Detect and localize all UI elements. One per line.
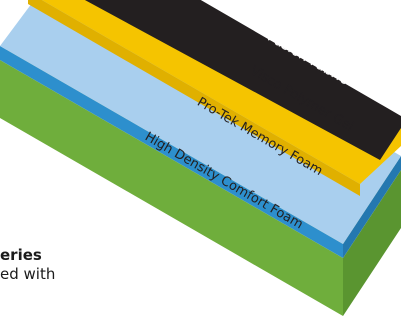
- comfort-foam-side-left: [0, 60, 343, 316]
- comfort-foam-side-right: [343, 170, 401, 316]
- memory-foam-top: [0, 0, 401, 244]
- gel-layer-side: [28, 0, 360, 196]
- caption-text: ed with: [0, 265, 56, 283]
- gel-layer-top: [41, 0, 401, 184]
- caption-title: eries: [0, 246, 42, 264]
- fabric-layer-top: [84, 0, 401, 160]
- memory-foam-side-right: [343, 156, 401, 258]
- memory-foam-side: [0, 46, 343, 258]
